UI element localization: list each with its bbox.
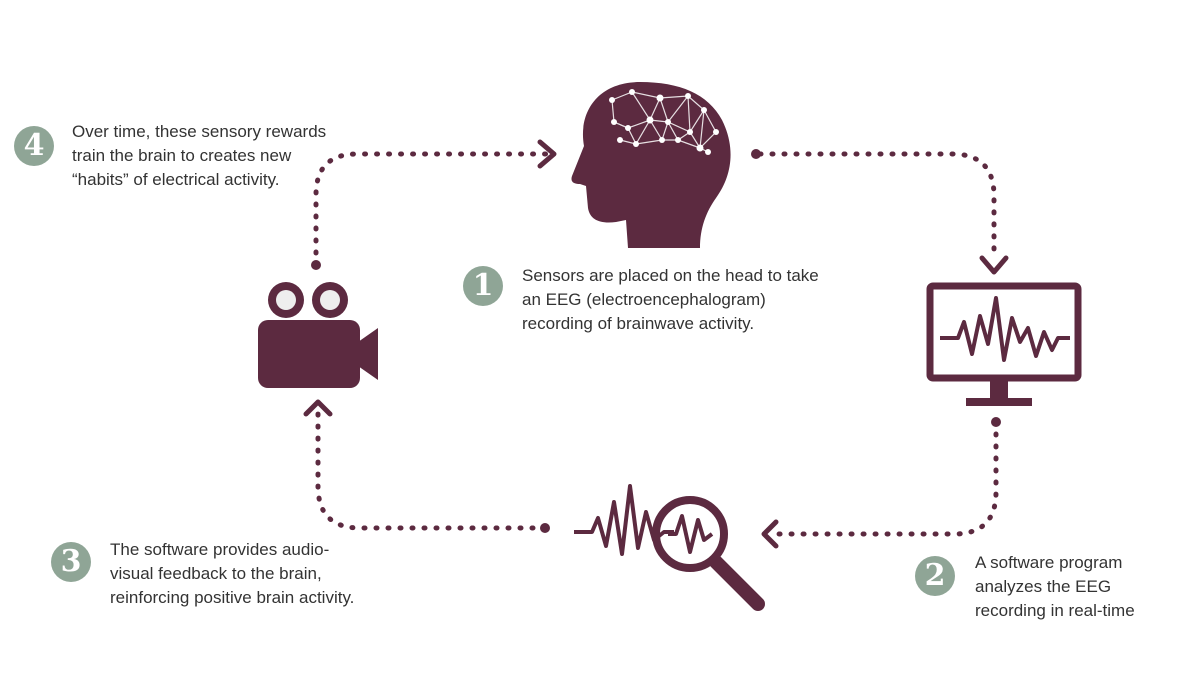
- step-2-text: A software program analyzes the EEG reco…: [975, 553, 1135, 620]
- arrowhead-left-icon: [761, 519, 779, 549]
- head-with-neural-network-icon: [571, 82, 731, 248]
- dotted-path-magnifier-to-camera: [315, 407, 548, 531]
- step-3-text: The software provides audio- visual feed…: [110, 540, 355, 607]
- step-4-badge: 4: [14, 126, 54, 166]
- step-1-text: Sensors are placed on the head to take a…: [522, 266, 819, 333]
- magnifier-waveform-icon: [574, 484, 765, 611]
- movie-camera-icon: [258, 282, 378, 388]
- arrowhead-up-icon: [303, 399, 333, 417]
- dotted-path-head-to-monitor: [757, 151, 997, 261]
- dotted-path-monitor-to-magnifier: [769, 419, 999, 537]
- step-4-text: Over time, these sensory rewards train t…: [72, 122, 327, 189]
- arrowhead-right-icon: [537, 139, 557, 169]
- path-start-dot: [991, 417, 1001, 427]
- monitor-waveform-icon: [926, 282, 1082, 406]
- step-3-badge: 3: [51, 542, 91, 582]
- arrowhead-down-icon: [979, 255, 1009, 275]
- step-1-badge: 1: [463, 266, 503, 306]
- dotted-path-camera-to-head: [313, 151, 551, 268]
- path-start-dot: [311, 260, 321, 270]
- path-start-dot: [751, 149, 761, 159]
- path-start-dot: [540, 523, 550, 533]
- step-2-badge: 2: [915, 556, 955, 596]
